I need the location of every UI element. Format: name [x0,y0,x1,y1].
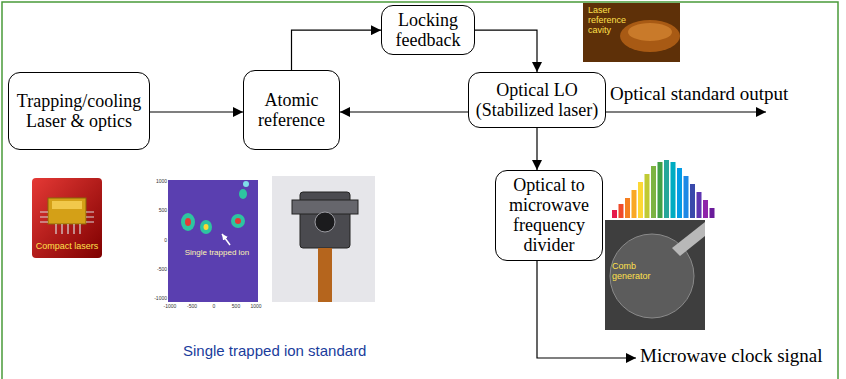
comb-line [684,176,689,218]
ion-image-ground [168,180,258,302]
comb-line [677,168,682,218]
ion-glow [243,181,249,187]
comb-line [645,174,650,218]
copper-ribbon [318,248,332,302]
comb-line [612,210,617,218]
ion-core [204,224,209,230]
ion-core [185,218,191,226]
box-label: Atomic reference [250,90,333,130]
comb-line [632,190,637,218]
axis-tick: 1000 [152,179,167,185]
comb-line [638,182,643,218]
axis-tick: -1000 [162,304,178,310]
ion-trap-photo [272,176,375,302]
box-label: Trapping/cooling Laser & optics [15,91,143,131]
axis-tick: -500 [184,304,200,310]
photo-caption: Compact lasers [32,242,102,252]
axis-tick: 500 [152,208,167,214]
laser-pins [40,212,94,234]
comb-line [664,160,669,218]
box-label: Optical LO (Stabilized laser) [475,80,599,120]
axis-tick: -500 [152,267,167,273]
connector-arrow [475,30,537,72]
process-box: Optical to microwave frequency divider [495,170,603,261]
cavity-face [628,23,672,41]
output-label: Microwave clock signal [640,346,823,367]
ion-glow [200,220,212,234]
laser-photo-ground [32,178,102,258]
ion-image [168,180,258,302]
axis-tick: 0 [206,304,222,310]
photo-ground [605,220,705,330]
comb-line [658,162,663,218]
connector-arrow [150,111,243,112]
process-box: Locking feedback [381,5,475,55]
compact-laser-picture [32,178,102,258]
probe-tip [672,222,705,256]
ion-core [235,218,241,224]
comb-line [697,192,702,218]
axis-tick: 0 [152,238,167,244]
photo-caption: Single trapped ion [180,249,254,258]
process-box: Atomic reference [243,70,340,150]
process-box: Optical LO (Stabilized laser) [468,72,606,128]
connector-arrow [536,128,537,170]
box-label: Locking feedback [388,10,468,50]
comb-generator-photo [605,220,705,330]
photo-ground [583,3,680,62]
cavity-mirror [620,20,680,52]
comb-spectrum [612,160,715,218]
axis-tick: -1000 [152,296,167,302]
connector-arrow [340,111,468,112]
comb-line [703,200,708,218]
output-arrow [606,111,766,112]
comb-line [671,162,676,218]
laser-module [48,198,86,224]
comb-line [690,184,695,218]
comb-line [651,166,656,218]
connector-arrow [292,30,382,70]
figure-caption: Single trapped ion standard [183,343,366,360]
process-box: Trapping/cooling Laser & optics [8,72,150,150]
ion-glow [239,189,247,199]
comb-line [710,208,715,218]
trap-hole [315,212,335,232]
photo-caption: Laser reference cavity [588,6,632,36]
box-label: Optical to microwave frequency divider [502,175,596,256]
comb-line [619,204,624,218]
output-label: Optical standard output [610,84,788,105]
comb-line [625,198,630,218]
photo-caption: Comb generator [612,262,662,282]
laser-lid [52,201,82,209]
axis-tick: 500 [228,304,244,310]
ion-glow [181,213,195,231]
photo-ground [272,176,375,302]
pointer-arrow [222,234,230,245]
cavity-photo [583,3,680,62]
ion-glow [231,214,245,228]
axis-tick: 1000 [248,304,264,310]
